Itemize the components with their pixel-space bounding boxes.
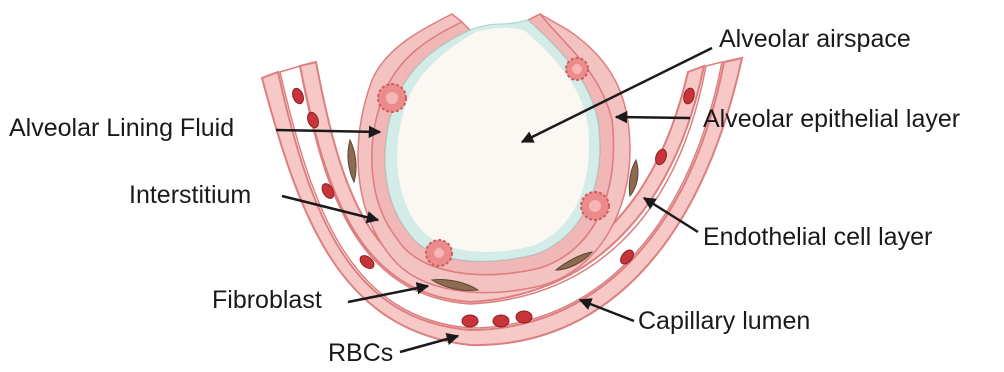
fibroblast: [629, 160, 638, 196]
label-alveolar-lining-fluid: Alveolar Lining Fluid: [9, 116, 234, 141]
arrow-alveolar-epithelial-layer: [616, 117, 690, 118]
label-interstitium: Interstitium: [129, 183, 251, 208]
label-alveolar-airspace: Alveolar airspace: [719, 27, 911, 52]
label-alveolar-epithelial-layer: Alveolar epithelial layer: [703, 107, 960, 132]
rbc: [462, 315, 478, 327]
type-ii-cell: [378, 84, 406, 112]
type-ii-cell: [426, 240, 452, 266]
rbc: [493, 315, 509, 327]
label-endothelial-cell-layer: Endothelial cell layer: [703, 225, 932, 250]
fibroblast: [348, 140, 356, 182]
rbc: [516, 311, 532, 323]
label-fibroblast: Fibroblast: [212, 288, 322, 313]
arrow-rbcs: [400, 336, 458, 352]
label-rbcs: RBCs: [328, 341, 393, 366]
type-ii-cell: [581, 192, 609, 220]
label-capillary-lumen: Capillary lumen: [638, 309, 810, 334]
type-ii-cell: [566, 58, 588, 80]
